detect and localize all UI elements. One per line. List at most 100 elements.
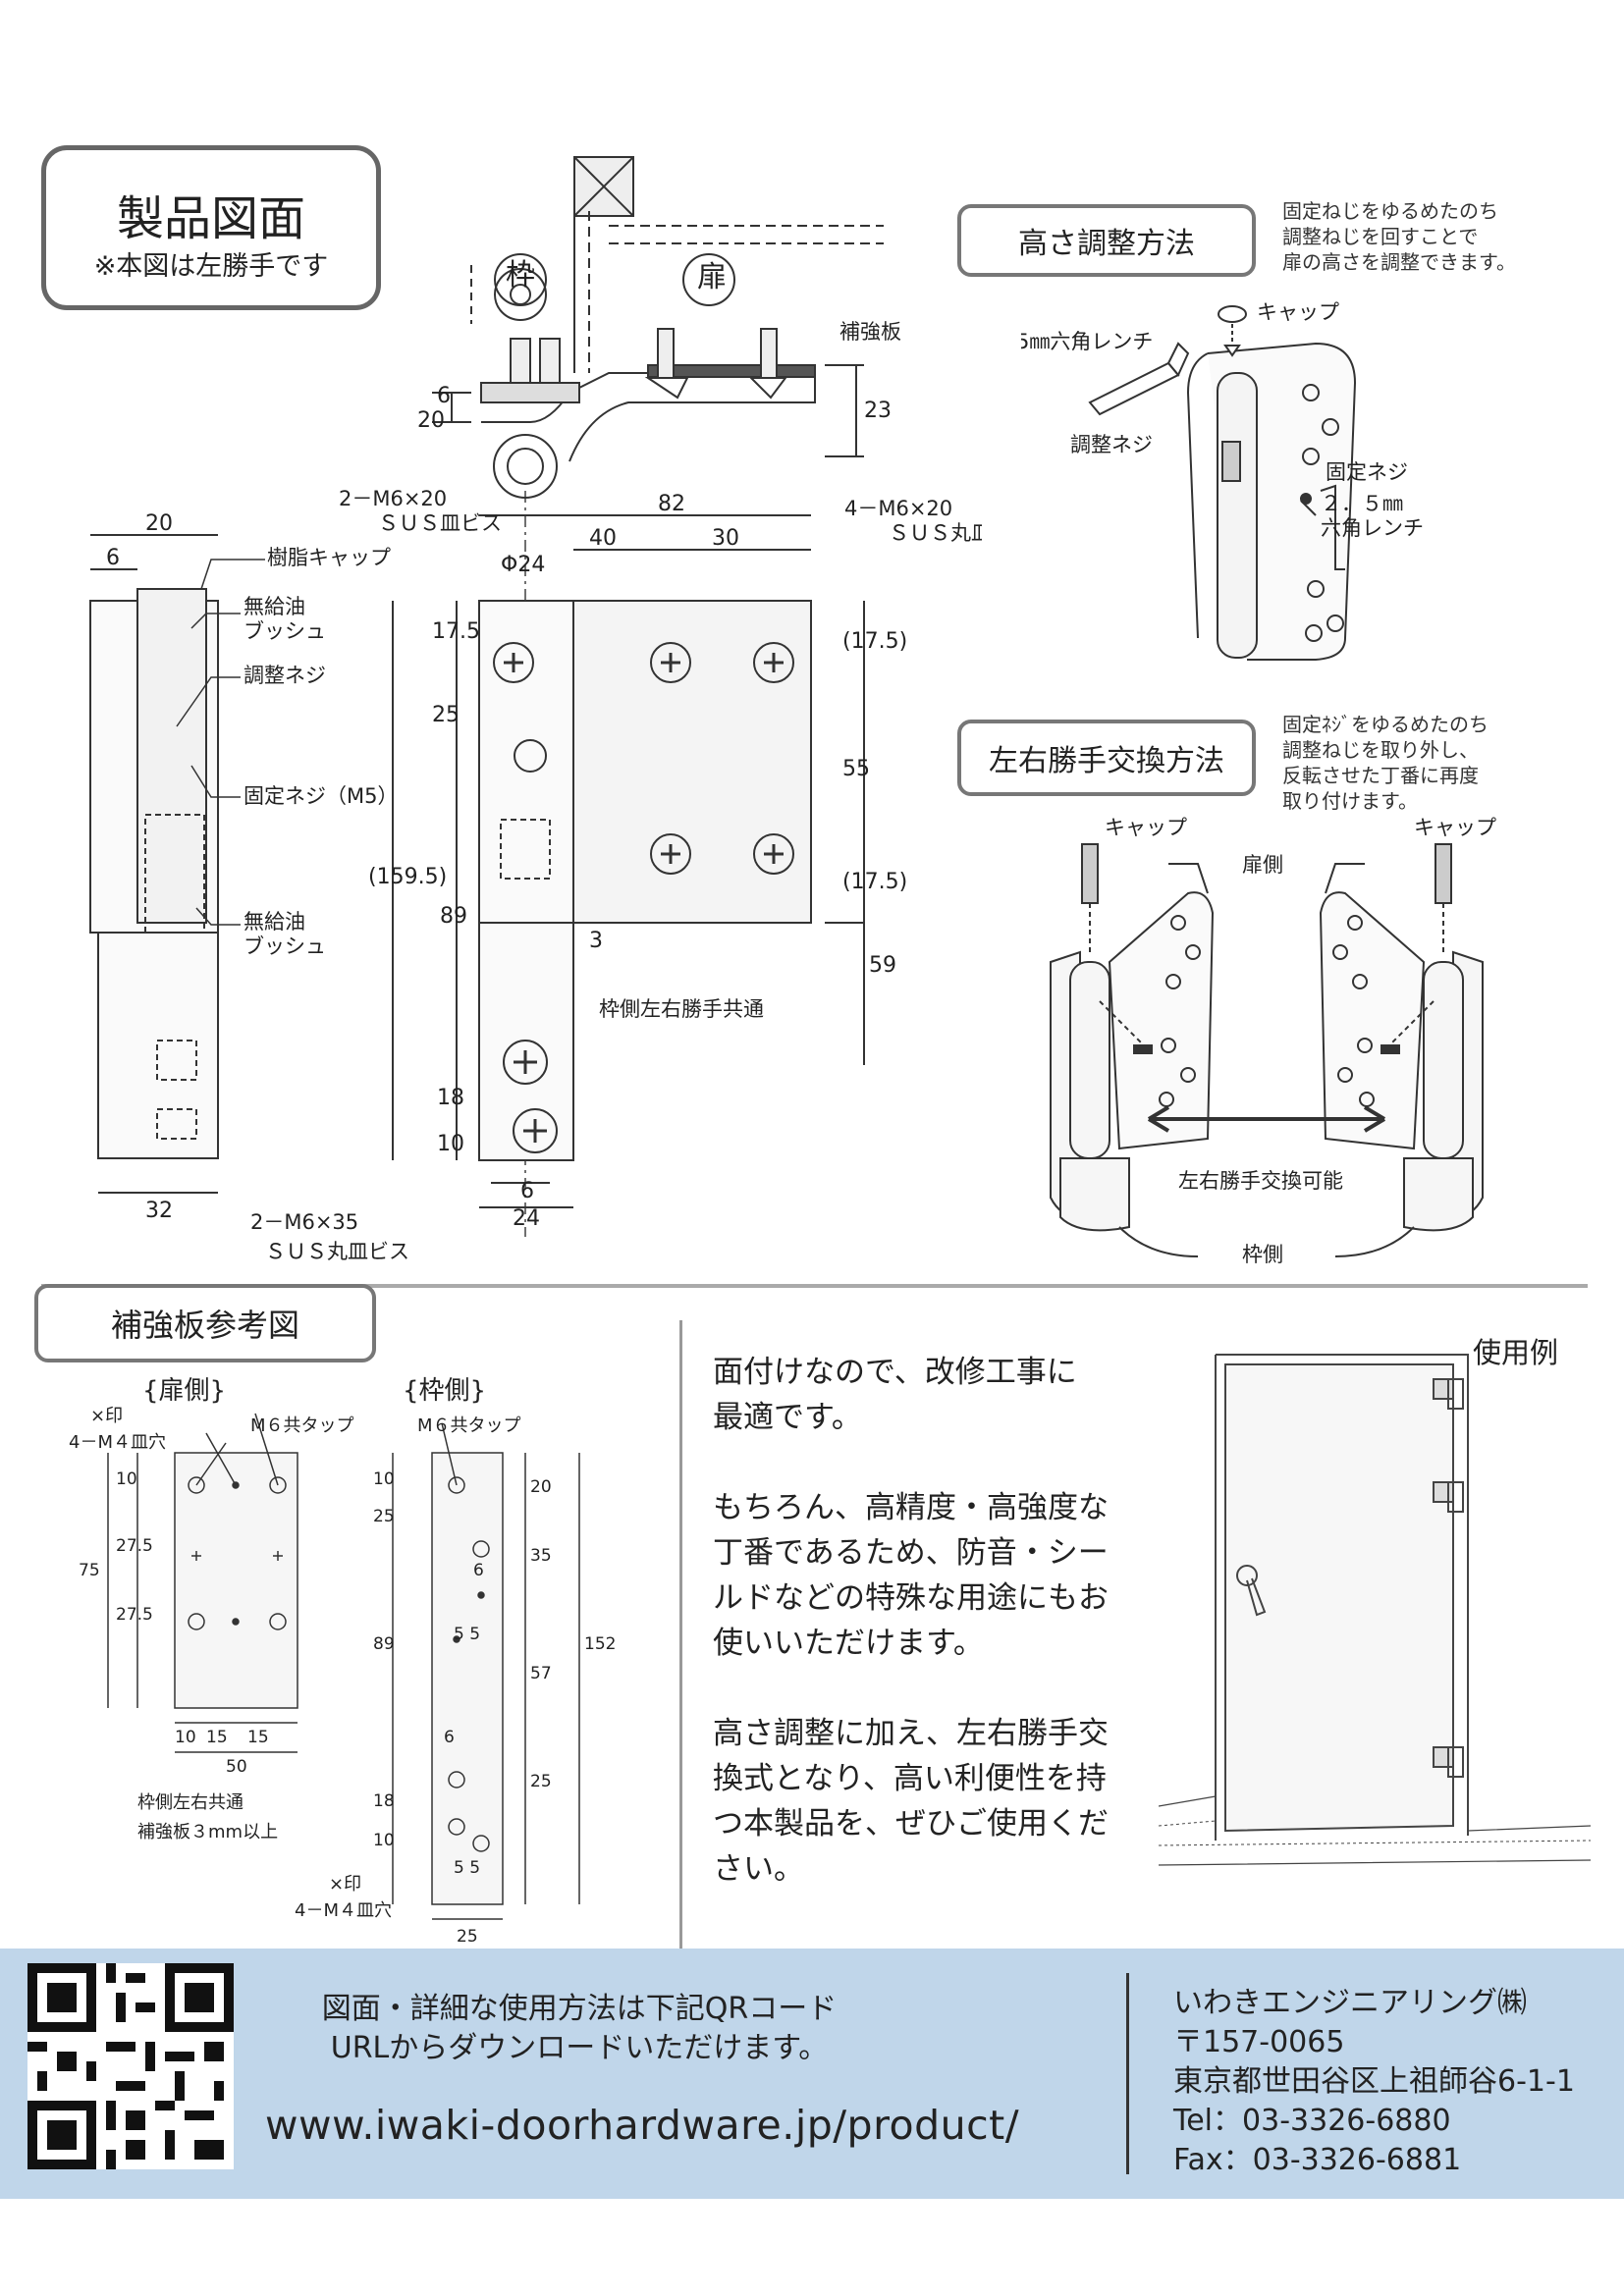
mark-x-frame: ×印 <box>329 1874 361 1895</box>
dim-89: 89 <box>440 904 467 929</box>
resin-cap-label: 樹脂キャップ <box>267 546 391 569</box>
wrench-2-5-label-2: 六角レンチ <box>1321 516 1424 540</box>
dim-18: 18 <box>437 1086 464 1110</box>
dim-24: 24 <box>513 1206 540 1231</box>
screw-bottom-type: ＳＵＳ丸皿ビス <box>265 1240 409 1263</box>
rd-frame-r6: 6 <box>473 1561 484 1580</box>
website-url[interactable]: www.iwaki-doorhardware.jp/product/ <box>265 2102 1020 2149</box>
dim-17-5-left: 17.5 <box>432 619 480 644</box>
hand-swap-title: 左右勝手交換方法 <box>989 744 1224 778</box>
tap-frame: M６共タップ <box>417 1415 521 1436</box>
rd-frame-l25: 25 <box>373 1507 395 1526</box>
usage-example-door <box>1159 1354 1591 1866</box>
bush-top-label-1: 無給油 <box>244 595 305 618</box>
dim-23: 23 <box>864 399 892 423</box>
dim-20: 20 <box>417 408 445 433</box>
desc-p3-l1: 高さ調整に加え、左右勝手交 <box>713 1716 1109 1751</box>
dim-59: 59 <box>869 953 896 978</box>
cap-right-label: キャップ <box>1414 816 1496 839</box>
footer-line-1: 図面・詳細な使用方法は下記QRコード <box>321 1992 838 2026</box>
desc-p3-l3: つ本製品を、ぜひご使用くだ <box>713 1806 1109 1842</box>
rd-frame-w25: 25 <box>457 1927 478 1944</box>
rd-frame-r25: 25 <box>530 1772 552 1791</box>
usage-example-label: 使用例 <box>1473 1336 1559 1369</box>
dim-phi24: Φ24 <box>501 553 545 577</box>
rd-frame-r57: 57 <box>530 1664 552 1683</box>
rd-door-w10: 10 <box>175 1728 196 1747</box>
desc-p2-l2: 丁番であるため、防音・シー <box>713 1535 1109 1571</box>
dim-82: 82 <box>658 492 685 516</box>
rd-frame-m6: 6 <box>444 1728 455 1747</box>
company-name: いわきエンジニアリング㈱ <box>1173 1986 1527 2020</box>
fix-screw-label: 固定ネジ（M5） <box>244 784 398 808</box>
rd-door-w50: 50 <box>226 1757 247 1777</box>
rd-frame-l89: 89 <box>373 1634 395 1654</box>
dim-side-20: 20 <box>145 511 173 536</box>
fix-screw-label-2: 固定ネジ <box>1326 460 1408 484</box>
qr-code[interactable] <box>27 1963 234 2169</box>
bush-bottom-label-1: 無給油 <box>244 910 305 934</box>
dim-6b: 6 <box>520 1179 534 1203</box>
frame-mark: 枠 <box>506 258 535 293</box>
dim-6: 6 <box>437 384 451 408</box>
reinforcement-plate-label: 補強板 <box>839 320 901 344</box>
product-drawing-title: 製品図面 <box>116 191 305 246</box>
dim-40: 40 <box>589 526 617 551</box>
dim-55: 55 <box>842 757 870 781</box>
rd-door-27a: 27.5 <box>116 1536 153 1556</box>
rd-door-75: 75 <box>79 1561 100 1580</box>
bush-top-label-2: ブッシュ <box>244 619 326 643</box>
screw-top-right-type: ＳＵＳ丸皿ビス <box>889 521 982 545</box>
adjust-screw-label-2: 調整ネジ <box>1070 433 1153 456</box>
frame-common-label: 枠側左右勝手共通 <box>599 997 764 1021</box>
reinforce-diagram: {扉側} {枠側} ×印 4－M４皿穴 M６共タップ M６共タップ 枠側左右共通… <box>69 1376 616 1944</box>
desc-p1-l1: 面付けなので、改修工事に <box>713 1355 1077 1390</box>
rd-frame-l18: 18 <box>373 1791 395 1811</box>
wrench-2-5-label-1: ２．５㎜ <box>1321 492 1403 515</box>
description-text: 面付けなので、改修工事に 最適です。 もちろん、高精度・高強度な 丁番であるため… <box>713 1350 1109 1892</box>
desc-p3-l2: 換式となり、高い利便性を持 <box>713 1761 1107 1796</box>
dim-17-5-right: (17.5) <box>842 629 907 654</box>
bush-bottom-label-2: ブッシュ <box>244 934 326 958</box>
door-side-label: 扉側 <box>1242 853 1283 877</box>
height-adjust-diagram: キャップ 5㎜六角レンチ 調整ネジ 固定ネジ ２．５㎜ 六角レンチ <box>1021 300 1424 661</box>
height-adjust-box: 高さ調整方法 <box>957 204 1256 277</box>
common-label-1: 枠側左右共通 <box>137 1792 244 1813</box>
mark-x-door: ×印 <box>90 1406 123 1426</box>
reinforce-frame-side: {枠側} <box>403 1376 486 1406</box>
door-plate <box>174 1452 298 1709</box>
rd-frame-l10b: 10 <box>373 1831 395 1850</box>
screw-holes <box>493 642 794 1153</box>
desc-p2-l3: ルドなどの特殊な用途にもお <box>713 1580 1109 1616</box>
rd-frame-m55b: 5 5 <box>454 1858 480 1878</box>
frame-side-label: 枠側 <box>1242 1243 1283 1266</box>
footer-separator <box>1126 1973 1129 2174</box>
dim-10: 10 <box>437 1132 464 1156</box>
hand-swap-desc: 固定ﾈｼﾞをゆるめたのち 調整ねじを取り外し、 反転させた丁番に再度 取り付けま… <box>1282 713 1489 813</box>
common-label-2: 補強板３mm以上 <box>137 1822 278 1842</box>
dim-30: 30 <box>712 526 739 551</box>
company-tel: Tel：03-3326-6880 <box>1173 2104 1451 2138</box>
desc-p2-l4: 使いいただけます。 <box>713 1626 984 1661</box>
footer: 図面・詳細な使用方法は下記QRコード URLからダウンロードいただけます。 ww… <box>0 1949 1624 2199</box>
screw-top-left-type: ＳＵＳ皿ビス <box>378 511 502 535</box>
hinge-main-drawing: 枠 扉 補強板 20 6 23 82 40 30 Φ24 17.5 (17.5)… <box>89 156 982 1263</box>
dim-32: 32 <box>145 1199 173 1223</box>
desc-p1-l2: 最適です。 <box>713 1400 862 1435</box>
adjust-screw-label: 調整ネジ <box>244 664 326 687</box>
reinforce-box: 補強板参考図 <box>34 1284 376 1362</box>
height-adjust-desc: 固定ねじをゆるめたのち 調整ねじを回すことで 扉の高さを調整できます。 <box>1282 199 1516 274</box>
footer-line-2: URLからダウンロードいただけます。 <box>330 2031 829 2065</box>
reinforce-title: 補強板参考図 <box>110 1307 299 1344</box>
screw-bottom: 2－M6×35 <box>250 1210 358 1234</box>
rd-door-27b: 27.5 <box>116 1605 153 1625</box>
rd-frame-r35: 35 <box>530 1546 552 1566</box>
dim-25: 25 <box>432 703 460 727</box>
knuckle-top-view <box>493 434 558 499</box>
rd-frame-m55a: 5 5 <box>454 1625 480 1644</box>
dim-side-6: 6 <box>106 546 120 570</box>
screw-top-right: 4－M6×20 <box>844 497 952 520</box>
product-drawing-note: ※本図は左勝手です <box>93 251 329 282</box>
rd-frame-r152: 152 <box>584 1634 616 1654</box>
cap-label: キャップ <box>1257 300 1339 324</box>
